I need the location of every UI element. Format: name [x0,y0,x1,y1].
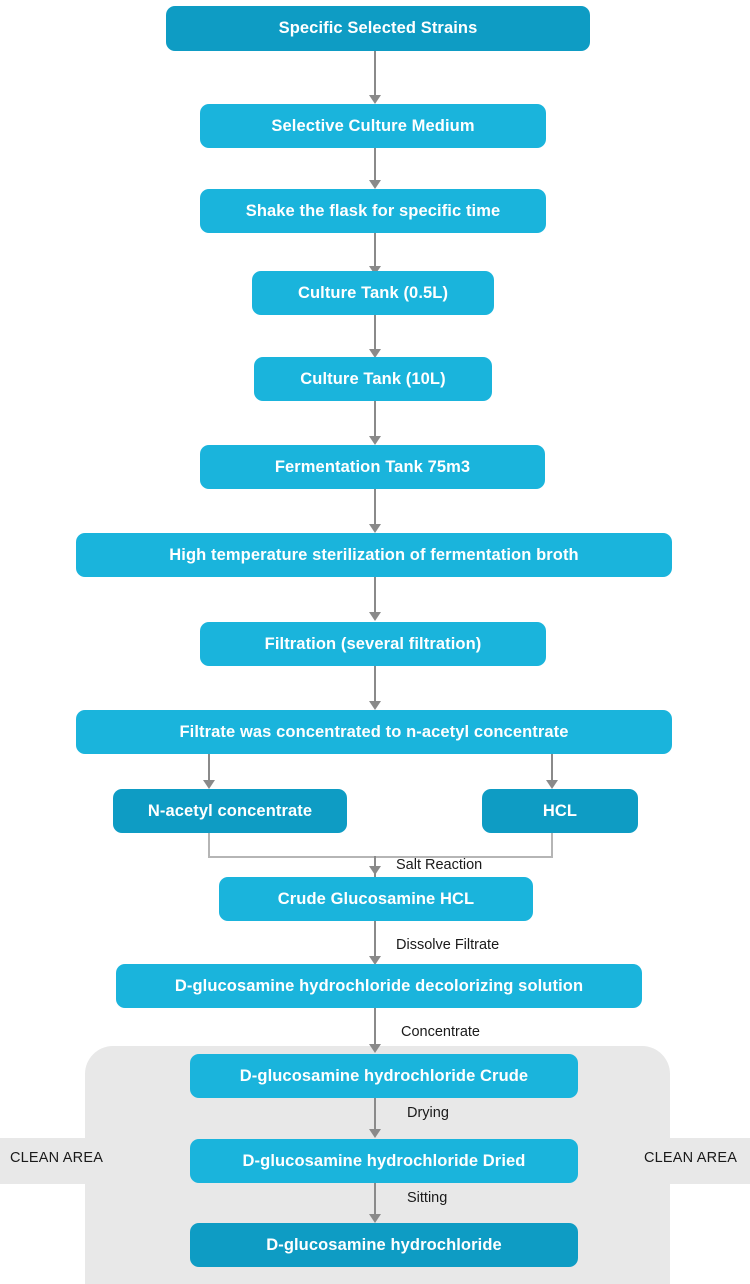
arrow-head-n5-n6 [369,436,381,445]
arrow-line-n8-n9 [374,666,376,704]
arrow-head-n6-n7 [369,524,381,533]
node-high-temp-sterilization[interactable]: High temperature sterilization of fermen… [76,533,672,577]
node-n-acetyl-concentrate[interactable]: N-acetyl concentrate [113,789,347,833]
arrow-line-n7-n8 [374,577,376,615]
arrow-line-n1-n2 [374,51,376,98]
arrow-head-n9-n10 [203,780,215,789]
arrow-head-n13-n14 [369,1044,381,1053]
node-culture-tank-05l[interactable]: Culture Tank (0.5L) [252,271,494,315]
arrow-head-n4-n5 [369,349,381,358]
edge-label-drying: Drying [407,1105,449,1121]
arrow-line-n9-n11 [551,754,553,783]
arrow-line-n9-n10 [208,754,210,783]
arrow-head-n15-n16 [369,1214,381,1223]
arrow-head-n9-n11 [546,780,558,789]
connector-n11-down [551,833,553,857]
node-selective-culture-medium[interactable]: Selective Culture Medium [200,104,546,148]
arrow-line-n2-n3 [374,148,376,183]
arrow-head-n12-n13 [369,956,381,965]
edge-label-salt-reaction: Salt Reaction [396,857,483,873]
node-decolorizing-solution[interactable]: D-glucosamine hydrochloride decolorizing… [116,964,642,1008]
connector-n10-down [208,833,210,857]
node-culture-tank-10l[interactable]: Culture Tank (10L) [254,357,492,401]
connector-merge-horizontal [208,856,553,858]
arrow-line-n12-n13 [374,921,376,963]
arrow-line-n5-n6 [374,401,376,439]
arrow-head-n7-n8 [369,612,381,621]
node-filtrate-concentrated[interactable]: Filtrate was concentrated to n-acetyl co… [76,710,672,754]
arrow-line-n15-n16 [374,1183,376,1219]
node-crude-glucosamine-hcl[interactable]: Crude Glucosamine HCL [219,877,533,921]
arrow-head-n3-n4 [369,266,381,275]
node-hydrochloride-crude[interactable]: D-glucosamine hydrochloride Crude [190,1054,578,1098]
node-hcl[interactable]: HCL [482,789,638,833]
arrow-line-n6-n7 [374,489,376,527]
node-hydrochloride-final[interactable]: D-glucosamine hydrochloride [190,1223,578,1267]
arrow-head-merge-n12 [369,866,381,875]
node-specific-selected-strains[interactable]: Specific Selected Strains [166,6,590,51]
node-hydrochloride-dried[interactable]: D-glucosamine hydrochloride Dried [190,1139,578,1183]
arrow-head-n2-n3 [369,180,381,189]
arrow-line-n14-n15 [374,1098,376,1134]
arrow-head-n1-n2 [369,95,381,104]
arrow-head-n8-n9 [369,701,381,710]
arrow-head-n14-n15 [369,1129,381,1138]
arrow-line-n4-n5 [374,315,376,352]
arrow-line-n13-n14 [374,1008,376,1050]
edge-label-dissolve-filtrate: Dissolve Filtrate [396,937,500,953]
clean-area-label-right: CLEAN AREA [644,1150,738,1166]
edge-label-concentrate: Concentrate [401,1024,480,1040]
arrow-line-n3-n4 [374,233,376,269]
clean-area-label-left: CLEAN AREA [10,1150,104,1166]
node-fermentation-tank[interactable]: Fermentation Tank 75m3 [200,445,545,489]
node-shake-flask[interactable]: Shake the flask for specific time [200,189,546,233]
edge-label-sitting: Sitting [407,1190,448,1206]
node-filtration[interactable]: Filtration (several filtration) [200,622,546,666]
